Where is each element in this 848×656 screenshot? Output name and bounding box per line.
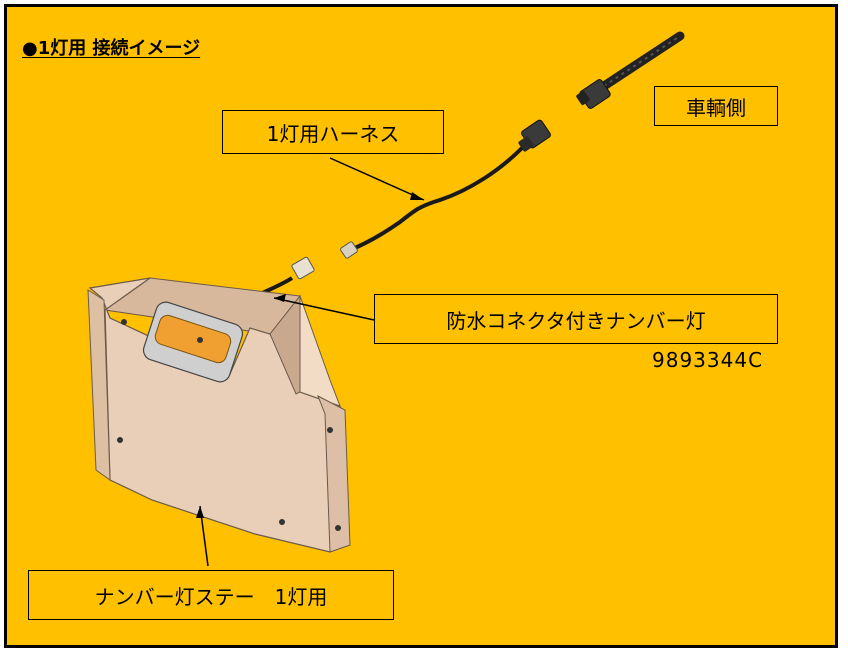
lamp-leader-line (273, 297, 375, 321)
harness-cable (340, 119, 551, 259)
harness-label: 1灯用ハーネス (222, 110, 444, 154)
diagram-title: ●1灯用 接続イメージ (22, 38, 201, 59)
vehicle-side-label: 車輌側 (654, 86, 778, 126)
vehicle-side-cable (576, 31, 685, 109)
stay-label: ナンバー灯ステー 1灯用 (28, 570, 394, 620)
part-number: 9893344C (652, 348, 764, 372)
lamp-label: 防水コネクタ付きナンバー灯 (374, 294, 778, 344)
harness-leader-line (329, 157, 425, 201)
number-lamp-stay (87, 277, 351, 553)
